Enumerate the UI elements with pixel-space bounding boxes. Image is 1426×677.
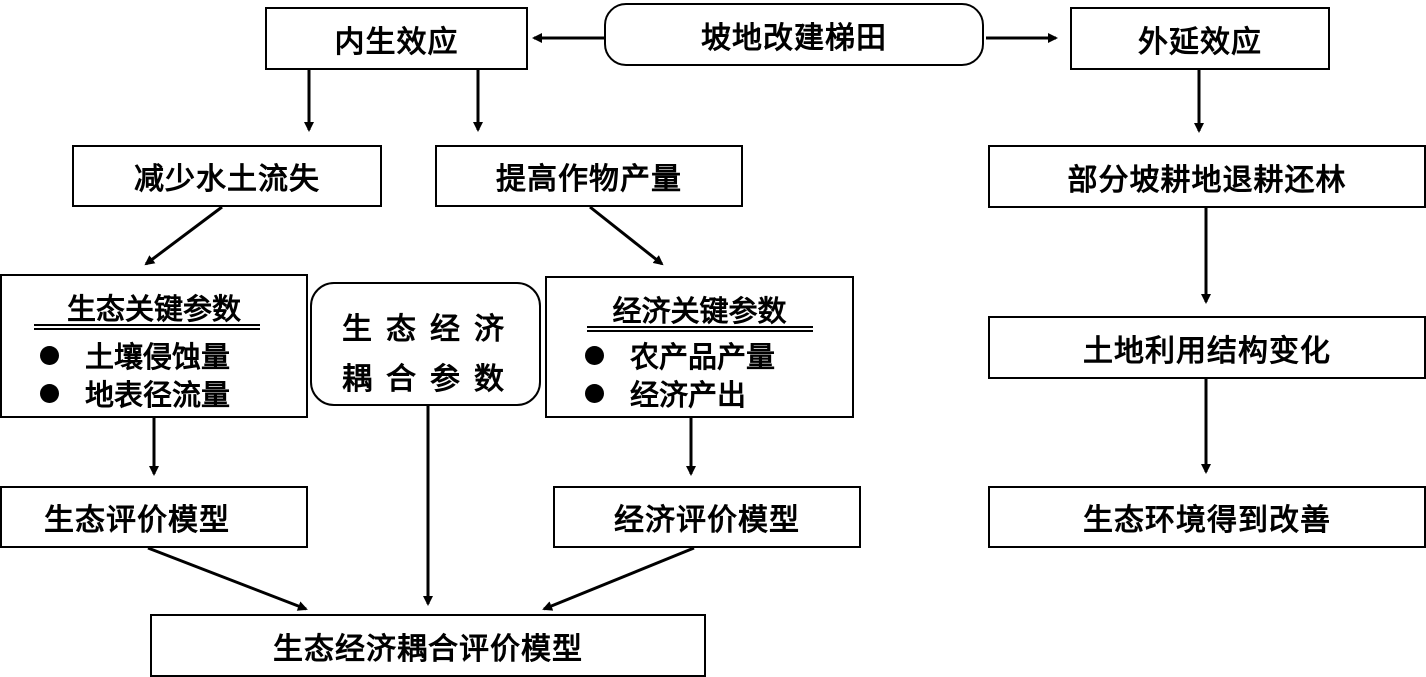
econ-model-box: 经济评价模型 — [553, 486, 861, 548]
coupled-model-box: 生态经济耦合评价模型 — [150, 614, 706, 677]
econ-params-panel: 经济关键参数 农产品产量 经济产出 — [545, 276, 854, 418]
bullet-icon — [585, 345, 604, 365]
eco-param-text: 土壤侵蚀量 — [85, 340, 231, 374]
eco-model-label: 生态评价模型 — [44, 503, 230, 538]
eco-improvement-box: 生态环境得到改善 — [988, 486, 1426, 548]
external-effect-box: 外延效应 — [1070, 7, 1330, 70]
eco-improvement-label: 生态环境得到改善 — [1083, 503, 1331, 538]
eco-params-panel: 生态关键参数 土壤侵蚀量 地表径流量 — [0, 274, 308, 418]
returning-farmland-label: 部分坡耕地退耕还林 — [1067, 162, 1347, 198]
eco-params-title: 生态关键参数 — [66, 292, 241, 326]
coupling-params-line1: 生态经济 — [342, 312, 518, 347]
bullet-icon — [585, 383, 604, 403]
double-underline — [34, 324, 260, 330]
arrow-soil-to-ecoparams — [144, 205, 223, 266]
econ-param-text: 经济产出 — [630, 378, 747, 412]
bullet-icon — [40, 383, 59, 403]
econ-param-item: 农产品产量 — [585, 334, 775, 376]
coupling-params-box: 生态经济 耦合参数 — [310, 282, 541, 406]
internal-effect-box: 内生效应 — [265, 7, 528, 70]
crop-yield-label: 提高作物产量 — [496, 162, 682, 197]
internal-effect-label: 内生效应 — [334, 24, 459, 60]
econ-model-label: 经济评价模型 — [614, 503, 800, 538]
root-node-label: 坡地改建梯田 — [701, 20, 887, 56]
crop-yield-box: 提高作物产量 — [435, 145, 743, 207]
arrow-crop-to-econparams — [589, 205, 664, 266]
root-node-box: 坡地改建梯田 — [604, 3, 984, 66]
double-underline — [587, 326, 813, 332]
external-effect-label: 外延效应 — [1138, 24, 1262, 60]
eco-model-box: 生态评价模型 — [0, 486, 308, 548]
econ-params-title: 经济关键参数 — [612, 294, 787, 328]
land-use-change-label: 土地利用结构变化 — [1083, 333, 1331, 369]
eco-param-item: 土壤侵蚀量 — [40, 334, 230, 376]
econ-param-text: 农产品产量 — [630, 340, 776, 374]
arrow-ecomodel-to-coupled — [147, 546, 308, 611]
bullet-icon — [40, 345, 59, 365]
eco-param-item: 地表径流量 — [40, 372, 230, 414]
coupled-model-label: 生态经济耦合评价模型 — [273, 631, 583, 667]
econ-param-item: 经济产出 — [585, 372, 746, 414]
soil-loss-label: 减少水土流失 — [134, 162, 320, 197]
land-use-change-box: 土地利用结构变化 — [988, 316, 1426, 379]
soil-loss-box: 减少水土流失 — [72, 145, 382, 207]
arrow-econmodel-to-coupled — [542, 546, 695, 611]
returning-farmland-box: 部分坡耕地退耕还林 — [988, 145, 1426, 208]
coupling-params-line2: 耦合参数 — [342, 362, 518, 397]
eco-param-text: 地表径流量 — [85, 378, 231, 412]
